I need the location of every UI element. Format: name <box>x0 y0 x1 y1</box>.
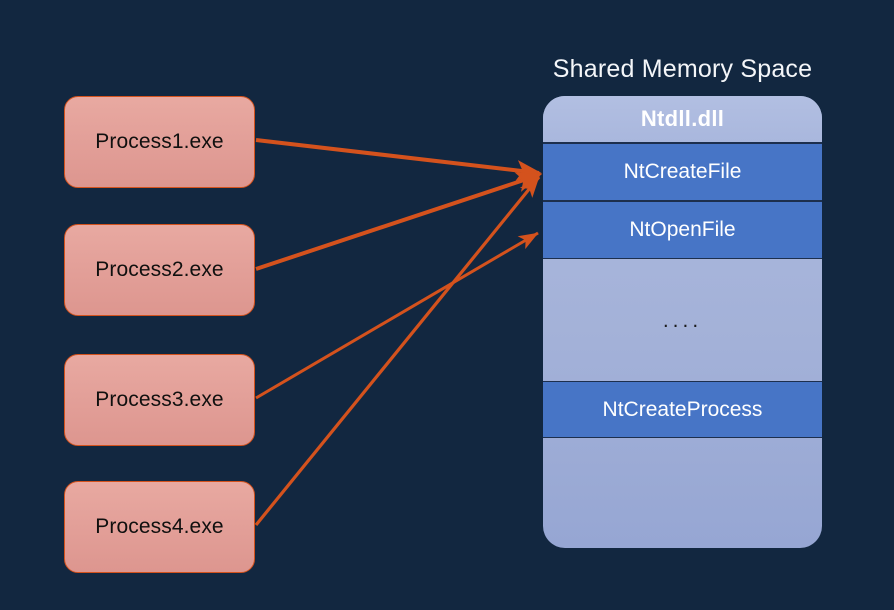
shared-memory-title: Shared Memory Space <box>552 55 813 83</box>
arrow-process3-to-ntopenfile <box>255 231 539 400</box>
arrow-process2-to-ntcreatefile <box>255 172 543 271</box>
process-box-process2[interactable]: Process2.exe <box>64 224 255 316</box>
process-box-process3[interactable]: Process3.exe <box>64 354 255 446</box>
process-label: Process2.exe <box>95 258 224 281</box>
memory-entry-ellipsis: .... <box>543 259 822 381</box>
memory-entry-label: NtOpenFile <box>629 218 736 241</box>
process-box-process1[interactable]: Process1.exe <box>64 96 255 188</box>
process-label: Process4.exe <box>95 515 224 538</box>
process-label: Process1.exe <box>95 130 224 153</box>
memory-entry-nt-open-file[interactable]: NtOpenFile <box>543 201 822 259</box>
memory-entry-nt-create-file[interactable]: NtCreateFile <box>543 143 822 201</box>
memory-entry-label: NtCreateProcess <box>602 397 763 421</box>
process-box-process4[interactable]: Process4.exe <box>64 481 255 573</box>
process-label: Process3.exe <box>95 388 224 411</box>
memory-entry-free-space <box>543 438 822 548</box>
memory-entry-nt-create-process[interactable]: NtCreateProcess <box>543 381 822 438</box>
shared-memory-container: Ntdll.dll NtCreateFile NtOpenFile .... N… <box>543 96 822 548</box>
ntdll-header: Ntdll.dll <box>543 96 822 143</box>
arrow-process4-to-ntcreatefile <box>254 175 541 527</box>
ellipsis-label: .... <box>662 308 703 332</box>
arrow-process1-to-ntcreatefile <box>255 138 543 181</box>
memory-entry-label: NtCreateFile <box>623 160 742 183</box>
